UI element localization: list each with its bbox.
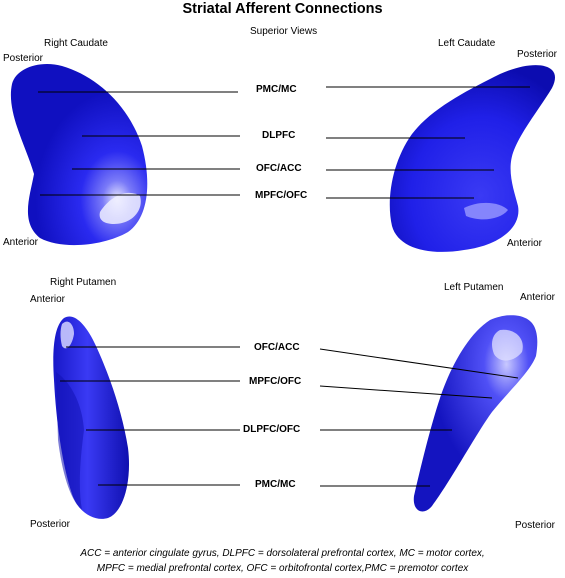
putamen-region-pmc-mc: PMC/MC <box>255 479 296 490</box>
left-caudate-label: Left Caudate <box>438 38 496 49</box>
left-caudate-shape <box>389 65 555 252</box>
right-putamen-label: Right Putamen <box>50 277 117 288</box>
caudate-posterior-left: Posterior <box>3 53 44 64</box>
right-caudate-highlight <box>99 192 141 224</box>
right-putamen-highlight <box>60 321 74 349</box>
putamen-posterior-left: Posterior <box>30 519 71 530</box>
right-caudate-label: Right Caudate <box>44 38 108 49</box>
left-caudate-highlight <box>464 202 508 220</box>
putamen-connector-lines <box>60 346 519 487</box>
caudate-region-ofc-acc: OFC/ACC <box>256 163 302 174</box>
caudate-connector-lines <box>38 86 530 199</box>
left-putamen-shape <box>413 315 538 512</box>
figure-title: Striatal Afferent Connections <box>182 1 383 17</box>
abbreviations-line-2: MPFC = medial prefrontal cortex, OFC = o… <box>96 563 469 574</box>
caudate-region-mpfc-ofc: MPFC/OFC <box>255 190 308 201</box>
line-mpfc-left-putamen <box>319 385 493 399</box>
putamen-anterior-left: Anterior <box>30 294 66 305</box>
caudate-anterior-right: Anterior <box>507 238 543 249</box>
left-putamen-highlight <box>492 329 523 361</box>
caudate-anterior-left: Anterior <box>3 237 39 248</box>
abbreviations-line-1: ACC = anterior cingulate gyrus, DLPFC = … <box>80 548 485 559</box>
putamen-anterior-right: Anterior <box>520 292 556 303</box>
superior-views-label: Superior Views <box>250 26 318 37</box>
putamen-region-dlpfc-ofc: DLPFC/OFC <box>243 424 301 435</box>
caudate-posterior-right: Posterior <box>517 49 558 60</box>
caudate-region-pmc-mc: PMC/MC <box>256 84 297 95</box>
line-ofcacc-left-putamen <box>319 348 519 379</box>
right-putamen-ridge <box>56 372 84 510</box>
putamen-region-ofc-acc: OFC/ACC <box>254 342 300 353</box>
putamen-region-mpfc-ofc: MPFC/OFC <box>249 376 302 387</box>
caudate-region-dlpfc: DLPFC <box>262 130 296 141</box>
putamen-posterior-right: Posterior <box>515 520 556 531</box>
left-putamen-label: Left Putamen <box>444 282 504 293</box>
